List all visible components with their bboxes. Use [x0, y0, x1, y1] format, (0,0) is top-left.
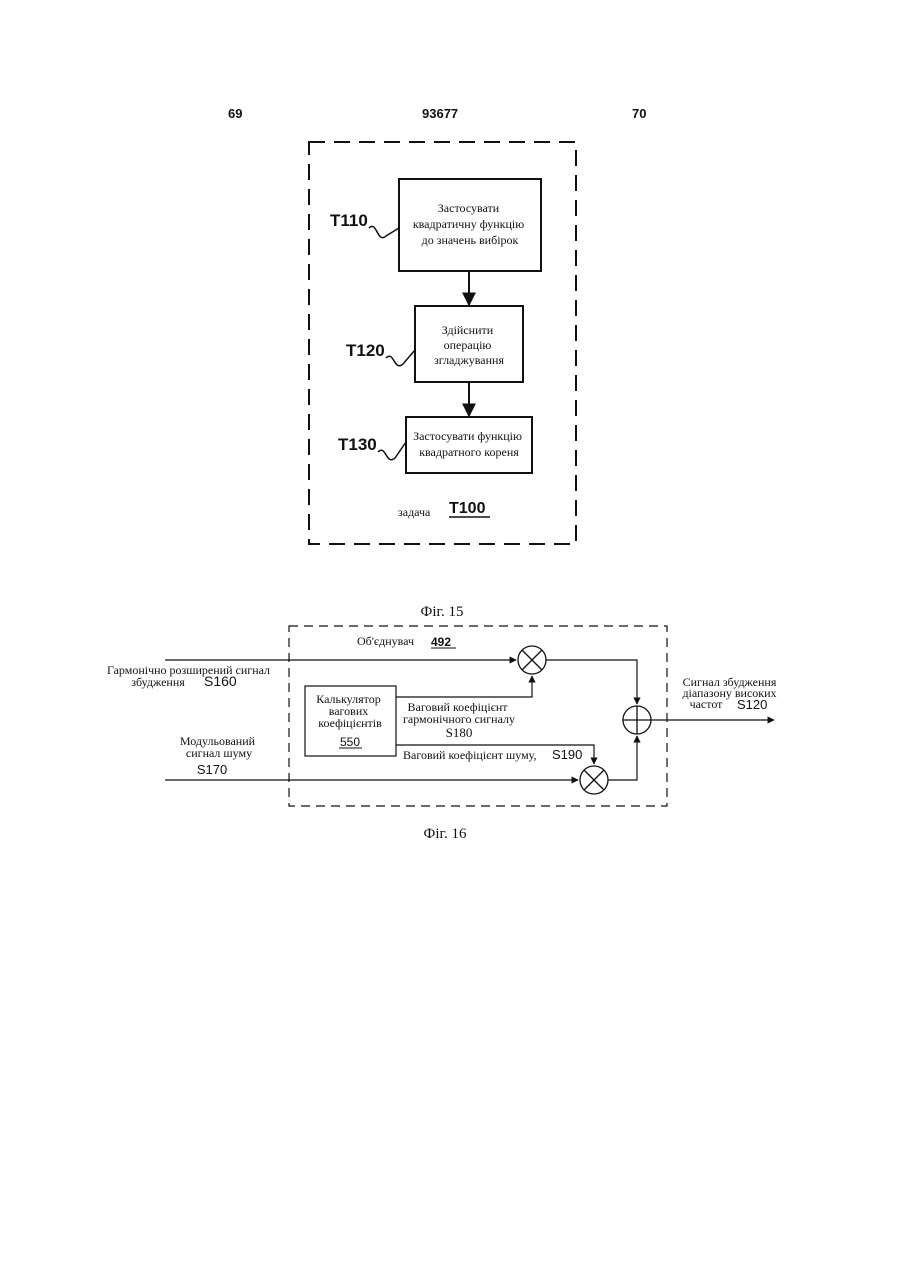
leader-t130 — [378, 442, 406, 460]
svg-text:Здійснити операцію: Здійснити операцію згладжування — [434, 323, 504, 367]
weight2-id: S190 — [552, 747, 582, 762]
calculator-line: коефіцієнтів — [318, 716, 382, 730]
label-t110: T110 — [330, 211, 368, 230]
calculator-id: 550 — [340, 735, 360, 749]
svg-text:Модульований сигнал шуму: Модульований сигнал шуму — [180, 734, 258, 760]
input1-line: збудження — [131, 675, 185, 689]
fig16-caption: Фіг. 16 — [424, 826, 467, 842]
label-t130: T130 — [338, 435, 377, 454]
leader-t120 — [386, 350, 415, 366]
output-id: S120 — [737, 697, 767, 712]
svg-text:Гармонічно розширений сигнал: Гармонічно розширений сигнал збудження — [107, 663, 273, 689]
weight1-path — [396, 676, 532, 697]
adder — [623, 706, 651, 734]
input1-id: S160 — [204, 673, 237, 689]
block-t130-line: квадратного кореня — [419, 445, 519, 459]
input2-id: S170 — [197, 762, 227, 777]
output-line: частот — [690, 697, 724, 711]
mult1-to-adder — [546, 660, 637, 704]
input2-line: сигнал шуму — [186, 746, 252, 760]
fig15: Застосувати квадратичну функцію до значе… — [309, 142, 576, 620]
weight1-id: S180 — [446, 725, 473, 740]
block-t110-line: квадратичну функцію — [413, 217, 524, 231]
block-t110-line: Застосувати — [438, 201, 500, 215]
task-word: задача — [398, 505, 431, 519]
fig16: Об'єднувач 492 Гармонічно розширений сиг… — [107, 626, 780, 842]
multiplier-harmonic — [518, 646, 546, 674]
task-id: T100 — [449, 500, 486, 517]
block-t120-line: Здійснити — [442, 323, 494, 337]
label-t120: T120 — [346, 341, 385, 360]
block-t130-line: Застосувати функцію — [413, 429, 522, 443]
svg-text:Ваговий коефіцієнт гармо: Ваговий коефіцієнт гармонічного сигналу — [403, 700, 515, 726]
block-t120-line: операцію — [444, 338, 492, 352]
weight2-label: Ваговий коефіцієнт шуму, — [403, 748, 536, 762]
combiner-id: 492 — [431, 635, 451, 649]
block-t110-line: до значень вибірок — [422, 233, 519, 247]
fig15-caption: Фіг. 15 — [421, 604, 464, 620]
mult2-to-adder — [608, 736, 637, 780]
leader-t110 — [369, 226, 399, 237]
multiplier-noise — [580, 766, 608, 794]
weight1-line: гармонічного сигналу — [403, 712, 515, 726]
combiner-label: Об'єднувач — [357, 634, 414, 648]
block-t120-line: згладжування — [434, 353, 504, 367]
